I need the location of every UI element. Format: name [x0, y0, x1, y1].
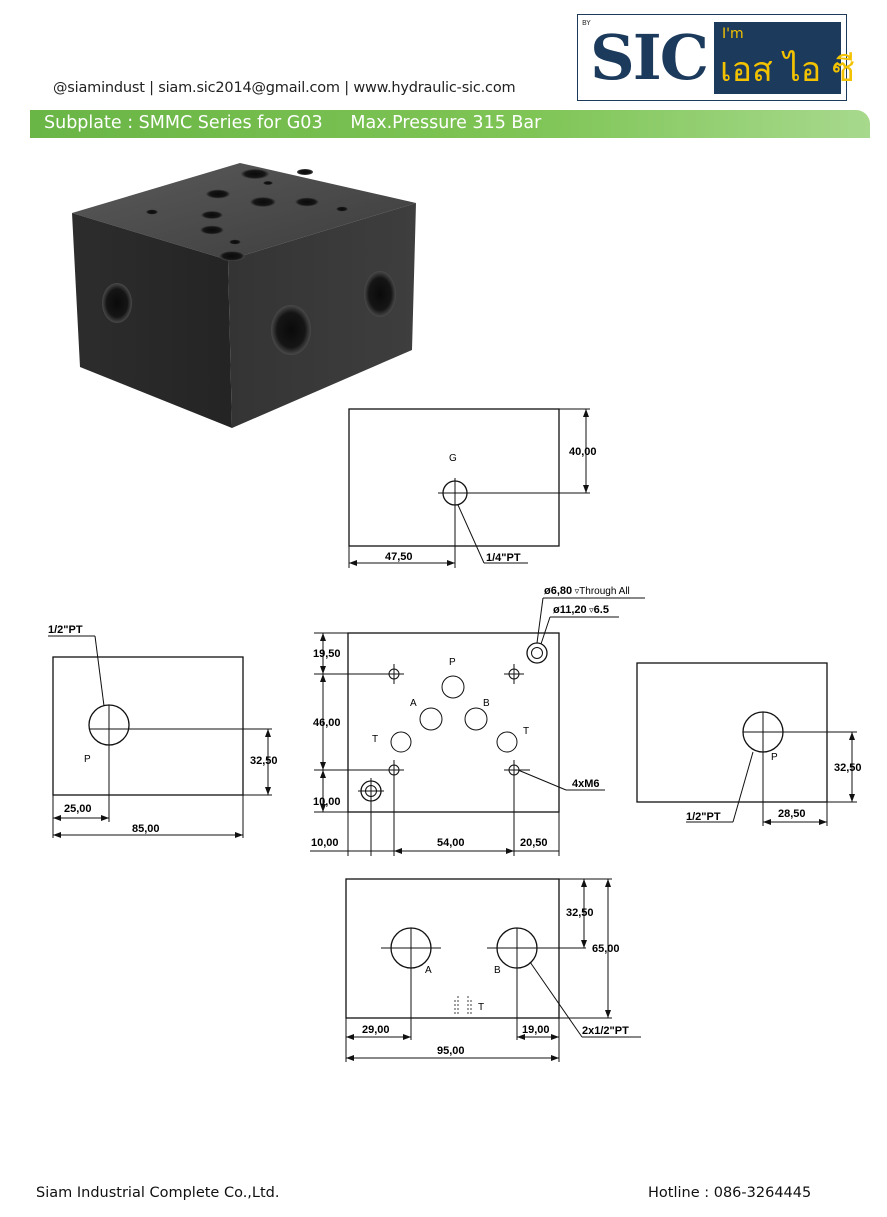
left-view — [48, 635, 272, 838]
top-dim-height: 40,00 — [569, 446, 597, 458]
logo-im: I'm — [722, 26, 744, 42]
bottom-thread: 2x1/2"PT — [582, 1025, 629, 1037]
port-t-label-left: T — [372, 734, 378, 745]
contact-line: @siamindust | siam.sic2014@gmail.com | w… — [53, 80, 516, 96]
right-dim-height: 32,50 — [834, 762, 862, 774]
callout-through-dia: ø6,80 — [544, 585, 572, 597]
center-screws: 4xM6 — [572, 778, 600, 790]
bottom-dim-upper: 32,50 — [566, 907, 594, 919]
product-photo — [72, 163, 416, 428]
callout-cbore-depth: 6.5 — [594, 604, 609, 616]
port-b-label: B — [483, 698, 490, 709]
callout-cbore-dia: ø11,20 — [553, 604, 587, 616]
port-p-label: P — [449, 657, 456, 668]
center-dim-span: 54,00 — [437, 837, 465, 849]
callout-through: ø6,80 ▿Through All — [544, 585, 630, 597]
port-a-label: A — [410, 698, 417, 709]
title-banner: Subplate : SMMC Series for G03 Max.Press… — [30, 110, 870, 138]
left-dim-height: 32,50 — [250, 755, 278, 767]
logo-by: BY — [582, 19, 591, 27]
left-thread: 1/2"PT — [48, 624, 83, 636]
right-dim-offset: 28,50 — [778, 808, 806, 820]
depth-symbol-icon: ▿ — [587, 605, 595, 615]
callout-cbore: ø11,20 ▿6.5 — [553, 604, 609, 616]
top-thread: 1/4"PT — [486, 552, 521, 564]
center-dim-bottom: 10,00 — [313, 796, 341, 808]
bottom-b-label: B — [494, 965, 501, 976]
port-t-label-right: T — [523, 726, 529, 737]
bottom-dim-left: 29,00 — [362, 1024, 390, 1036]
center-dim-top: 19,50 — [313, 648, 341, 660]
left-p-label: P — [84, 754, 91, 765]
banner-series: Subplate : SMMC Series for G03 — [44, 113, 323, 133]
center-dim-right: 20,50 — [520, 837, 548, 849]
bottom-t-label: T — [478, 1002, 484, 1013]
right-thread: 1/2"PT — [686, 811, 721, 823]
callout-through-suffix: Through All — [579, 586, 630, 597]
company-name: Siam Industrial Complete Co.,Ltd. — [36, 1185, 280, 1201]
center-view — [310, 597, 645, 856]
bottom-dim-width: 95,00 — [437, 1045, 465, 1057]
logo-brand: SIC — [590, 21, 709, 94]
top-dim-width: 47,50 — [385, 551, 413, 563]
left-dim-width: 85,00 — [132, 823, 160, 835]
bottom-dim-height: 65,00 — [592, 943, 620, 955]
center-dim-left: 10,00 — [311, 837, 339, 849]
right-view — [636, 662, 857, 826]
top-view — [348, 408, 590, 568]
bottom-a-label: A — [425, 965, 432, 976]
hotline: Hotline : 086-3264445 — [648, 1185, 812, 1201]
depth-symbol-icon: ▿ — [572, 586, 580, 596]
logo-thai: เอส ไอ ซี — [720, 50, 856, 90]
banner-title: Subplate : SMMC Series for G03 Max.Press… — [44, 113, 541, 133]
sic-logo: BY SIC I'm เอส ไอ ซี — [577, 14, 855, 101]
banner-pressure: Max.Pressure 315 Bar — [350, 113, 542, 133]
center-dim-mid: 46,00 — [313, 717, 341, 729]
logo-badge: I'm เอส ไอ ซี — [714, 22, 855, 94]
left-dim-offset: 25,00 — [64, 803, 92, 815]
right-p-label: P — [771, 752, 778, 763]
bottom-dim-right: 19,00 — [522, 1024, 550, 1036]
top-g-label: G — [449, 453, 457, 464]
